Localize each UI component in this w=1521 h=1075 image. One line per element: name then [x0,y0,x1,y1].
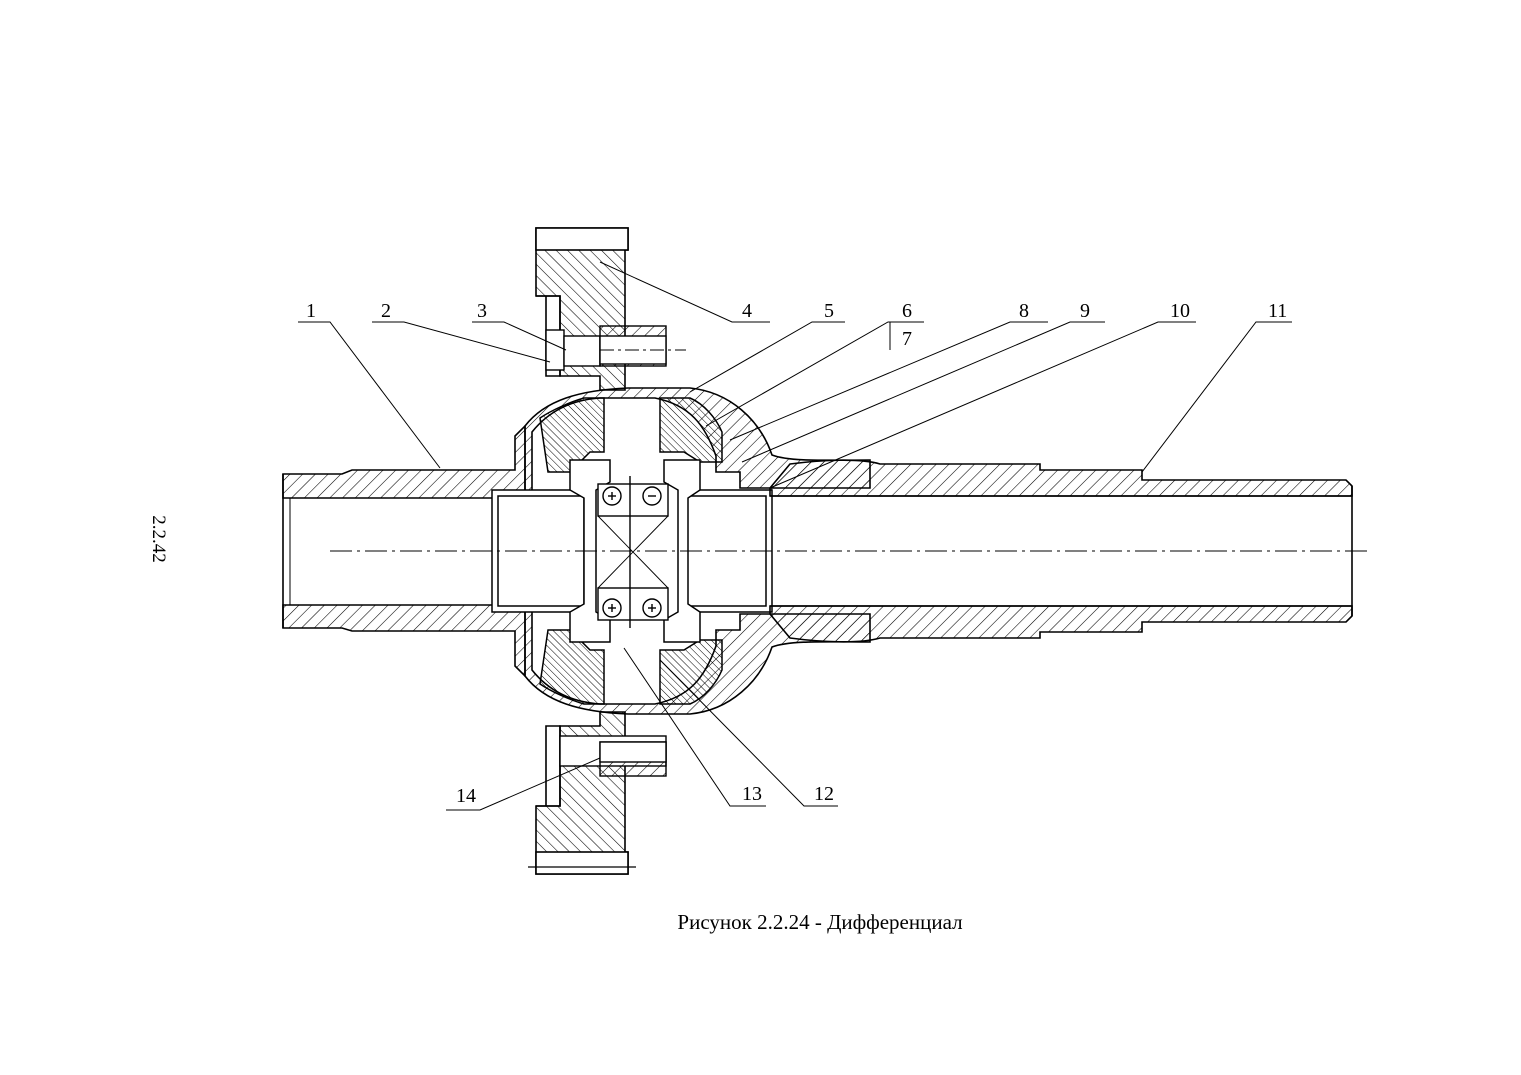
callout-4: 4 [742,300,752,322]
callout-7: 7 [902,328,912,350]
callout-11: 11 [1268,300,1287,322]
callout-2: 2 [381,300,391,322]
callout-8: 8 [1019,300,1029,322]
figure-caption: Рисунок 2.2.24 - Дифференциал [677,910,963,934]
ball-bearings [597,476,669,628]
leader-lines [298,261,1292,811]
callout-6: 6 [902,300,912,322]
callout-12: 12 [814,783,834,805]
callout-1: 1 [306,300,316,322]
bolts [545,325,686,777]
callout-14: 14 [456,785,476,807]
callout-13: 13 [742,783,762,805]
callout-labels: 1 2 3 4 5 6 7 8 9 10 11 12 13 14 [306,300,1287,807]
callout-9: 9 [1080,300,1090,322]
callout-5: 5 [824,300,834,322]
callout-10: 10 [1170,300,1190,322]
right-axle-tube [769,459,1353,643]
callout-3: 3 [477,300,487,322]
side-gears [539,397,723,705]
